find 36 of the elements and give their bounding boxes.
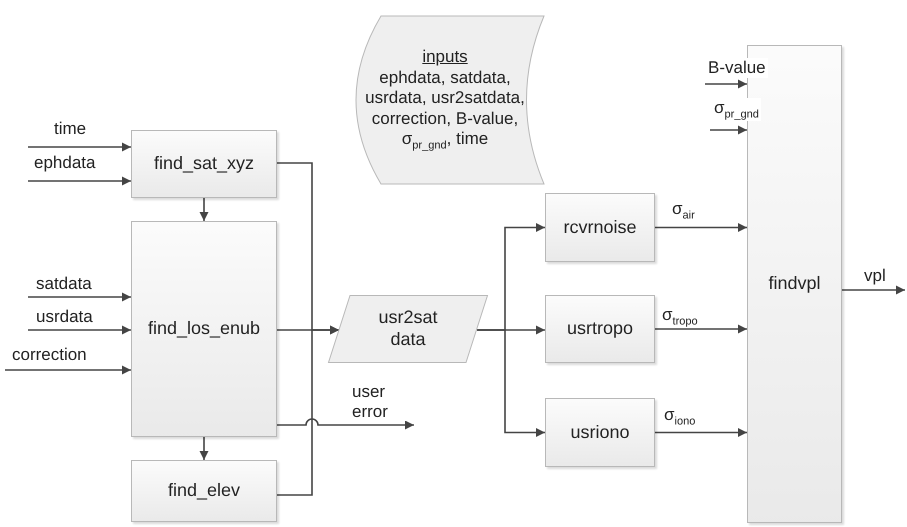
arrow [655, 324, 747, 334]
node-label: rcvrnoise [563, 216, 637, 238]
node-label: ephdata, satdata, usrdata, usr2satdata, correction, B-value, σ$_{pr_gnd}$, time [364, 68, 526, 153]
process-box [545, 193, 655, 262]
process-box [131, 130, 277, 198]
node-label: find_los_enub [148, 318, 260, 340]
node-label: usrtropo [566, 318, 634, 340]
edge-label: vpl [862, 266, 888, 286]
process-box [545, 295, 655, 363]
edge-label: σ$_{pr_gnd}$ [712, 98, 761, 122]
edge-label: B-value [706, 58, 768, 78]
arrow [277, 418, 414, 430]
node-label: usriono [570, 422, 630, 444]
arrow [5, 366, 131, 374]
node-label: find_elev [168, 480, 240, 502]
process-box [131, 460, 277, 522]
arrow [28, 292, 131, 302]
edge-label: ephdata [32, 153, 98, 173]
arrow [477, 329, 545, 437]
arrow [277, 326, 339, 496]
node-label: find_sat_xyz [154, 153, 254, 175]
arrow [28, 176, 131, 186]
arrow [200, 198, 208, 221]
arrow [655, 428, 747, 437]
arrow [200, 437, 208, 460]
arrow [705, 80, 747, 88]
node-label: findvpl [768, 273, 821, 295]
arrow [710, 126, 747, 134]
heading: inputs [422, 47, 468, 68]
process-box [131, 221, 277, 437]
arrow [28, 326, 131, 334]
arrow [28, 142, 131, 152]
node-label: usr2sat data [377, 307, 439, 351]
arrow [842, 286, 905, 294]
process-box [545, 398, 655, 467]
arrow [655, 223, 747, 232]
